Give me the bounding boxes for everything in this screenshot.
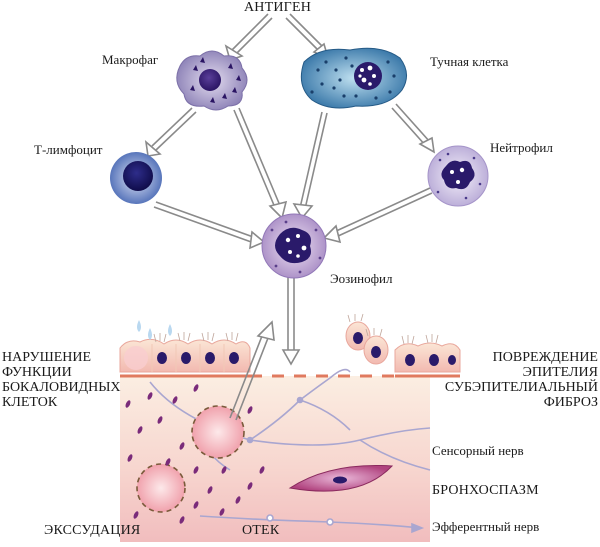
smooth-muscle-cell (288, 465, 394, 492)
goblet-dysfunction-label: НАРУШЕНИЕ ФУНКЦИИ БОКАЛОВИДНЫХ КЛЕТОК (2, 350, 121, 410)
arrow-mast-cell-to-eosinophil (292, 111, 328, 220)
eosinophil-cell (261, 213, 327, 279)
goblet-line-3: БОКАЛОВИДНЫХ (2, 380, 121, 395)
eosinophil-label: Эозинофил (330, 271, 393, 286)
goblet-line-4: КЛЕТОК (2, 395, 58, 410)
damage-line-2: ЭПИТЕЛИЯ (522, 365, 598, 380)
arrow-antigen-to-macrophage (224, 13, 273, 62)
submucosa-tissue (120, 376, 430, 542)
shed-epithelial-cells (345, 313, 389, 365)
goblet-line-1: НАРУШЕНИЕ (2, 350, 92, 365)
edema-label: ОТЕК (242, 523, 280, 538)
goblet-line-2: ФУНКЦИИ (2, 365, 72, 380)
arrow-macrophage-to-t-lymphocyte (144, 107, 197, 157)
neutrophil-label: Нейтрофил (490, 140, 553, 155)
epithelium-right (394, 334, 461, 373)
macrophage-cell (176, 50, 248, 111)
epithelium-left (119, 332, 251, 373)
arrows (144, 13, 436, 421)
arrow-mast-cell-to-neutrophil (391, 103, 436, 154)
damage-line-1: ПОВРЕЖДЕНИЕ (492, 350, 598, 365)
neutrophil-cell (427, 145, 489, 207)
epithelial-damage-label: ПОВРЕЖДЕНИЕ ЭПИТЕЛИЯ СУБЭПИТЕЛИАЛЬНЫЙ ФИ… (445, 350, 598, 410)
exudate-vessel-2 (136, 463, 186, 513)
antigen-label: АНТИГЕН (244, 0, 312, 15)
arrow-neutrophil-to-eosinophil (322, 187, 433, 244)
mast-cell-label: Тучная клетка (430, 54, 509, 69)
exudation-label: ЭКССУДАЦИЯ (44, 523, 141, 538)
arrow-eosinophil-to-tissue (281, 266, 301, 366)
fibrosis-line-2: ФИБРОЗ (543, 395, 598, 410)
bronchospasm-label: БРОНХОСПАЗМ (432, 483, 539, 498)
arrow-exudate-to-eosinophil (229, 320, 275, 421)
efferent-nerve-label: Эфферентный нерв (432, 519, 540, 534)
mast-cell (300, 47, 407, 109)
efferent-nerve (199, 514, 425, 534)
t-lymphocyte-label: Т-лимфоцит (34, 142, 103, 157)
macrophage-label: Макрофаг (102, 52, 159, 67)
edema-particles (125, 384, 265, 524)
arrow-macrophage-to-eosinophil (233, 107, 288, 220)
arrow-t-lymphocyte-to-eosinophil (153, 201, 266, 250)
t-lymphocyte-cell (110, 152, 162, 204)
sensory-nerve-label: Сенсорный нерв (432, 443, 524, 458)
mucus-droplets (137, 320, 172, 340)
exudate-vessel-1 (191, 405, 245, 459)
fibrosis-line-1: СУБЭПИТЕЛИАЛЬНЫЙ (444, 380, 598, 395)
